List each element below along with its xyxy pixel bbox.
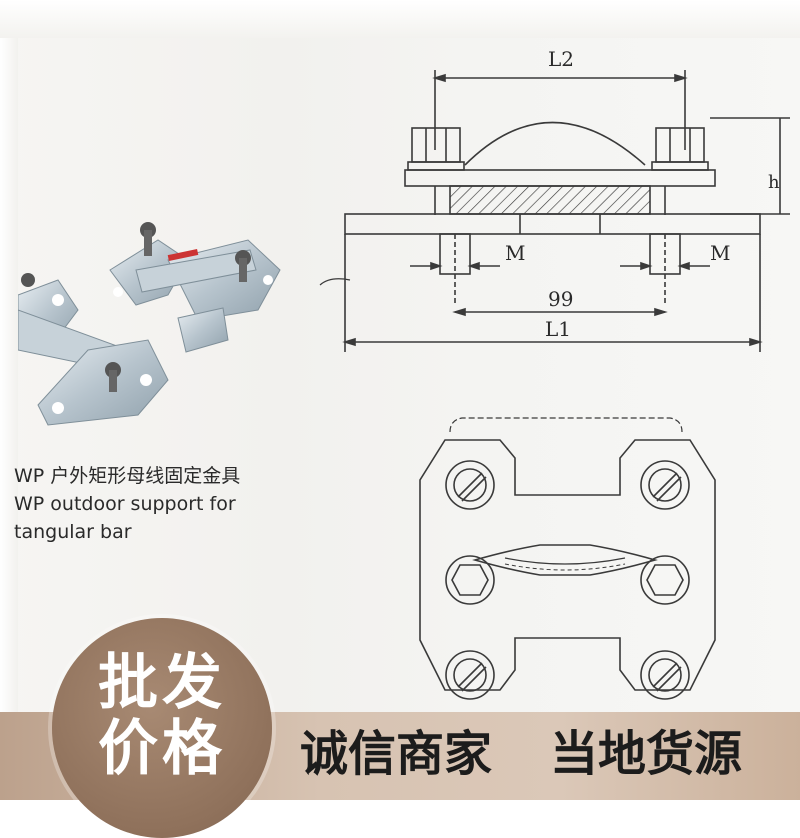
label-h: h xyxy=(768,172,780,193)
technical-drawing: L2 h M M 99 L1 xyxy=(319,47,790,700)
label-m-right: M xyxy=(710,241,730,265)
label-l1: L1 xyxy=(545,317,571,341)
slogan-trusted-merchant: 诚信商家 xyxy=(300,726,493,782)
fitting-back xyxy=(109,222,281,353)
bolt-mid-right xyxy=(640,555,690,605)
badge-text: 批发 价格 xyxy=(82,650,242,782)
bolt-mid-left xyxy=(445,555,495,605)
badge-line-1: 批发 xyxy=(98,648,226,718)
plan-view xyxy=(419,417,716,700)
label-99: 99 xyxy=(548,287,573,311)
bolt-bottom-left xyxy=(445,650,495,700)
bolt-bottom-right xyxy=(640,650,690,700)
bolt-top-right xyxy=(640,460,690,510)
page-edge xyxy=(0,38,18,718)
caption-line-3: tangular bar xyxy=(14,521,132,543)
label-m-left: M xyxy=(505,241,525,265)
product-caption: WP 户外矩形母线固定金具 WP outdoor support for tan… xyxy=(14,462,294,546)
caption-line-2: WP outdoor support for xyxy=(14,493,236,515)
side-view: L2 h M M 99 L1 xyxy=(319,47,790,352)
slogan-local-supply: 当地货源 xyxy=(550,726,743,782)
label-l2: L2 xyxy=(548,47,574,71)
bolt-top-left xyxy=(445,460,495,510)
top-band xyxy=(0,0,800,38)
product-photo xyxy=(18,222,281,426)
badge-line-2: 价格 xyxy=(98,714,226,784)
caption-line-1: WP 户外矩形母线固定金具 xyxy=(14,465,241,487)
fitting-front xyxy=(18,273,169,426)
